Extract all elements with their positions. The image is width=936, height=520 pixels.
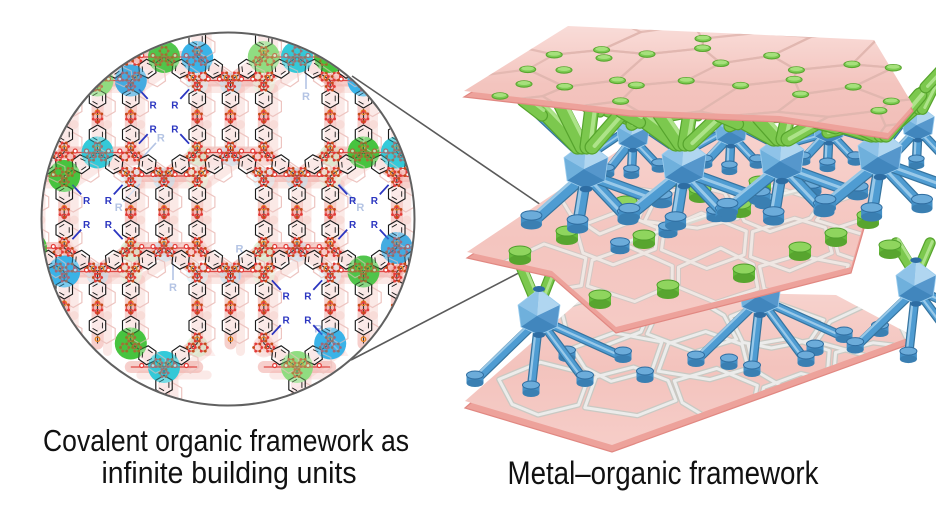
svg-text:Covalent organic framework as: Covalent organic framework as <box>43 423 409 458</box>
svg-text:infinite building units: infinite building units <box>102 455 357 490</box>
svg-text:R: R <box>171 124 179 135</box>
svg-text:R: R <box>282 292 290 303</box>
svg-text:R: R <box>371 220 379 231</box>
svg-text:R: R <box>304 315 312 326</box>
svg-text:R: R <box>83 196 91 207</box>
svg-text:R: R <box>302 91 310 103</box>
svg-text:R: R <box>349 220 357 231</box>
svg-text:R: R <box>115 202 123 214</box>
svg-text:R: R <box>149 124 157 135</box>
svg-text:R: R <box>371 196 379 207</box>
svg-text:R: R <box>304 292 312 303</box>
svg-text:R: R <box>349 196 357 207</box>
svg-text:R: R <box>149 101 157 112</box>
svg-text:R: R <box>171 101 179 112</box>
svg-text:R: R <box>236 244 244 256</box>
svg-text:R: R <box>282 315 290 326</box>
svg-text:R: R <box>105 196 113 207</box>
svg-text:R: R <box>157 133 165 145</box>
svg-text:R: R <box>356 202 364 214</box>
svg-text:R: R <box>83 220 91 231</box>
svg-text:Metal–organic framework: Metal–organic framework <box>508 455 820 491</box>
svg-text:R: R <box>169 282 177 294</box>
svg-text:R: R <box>105 220 113 231</box>
